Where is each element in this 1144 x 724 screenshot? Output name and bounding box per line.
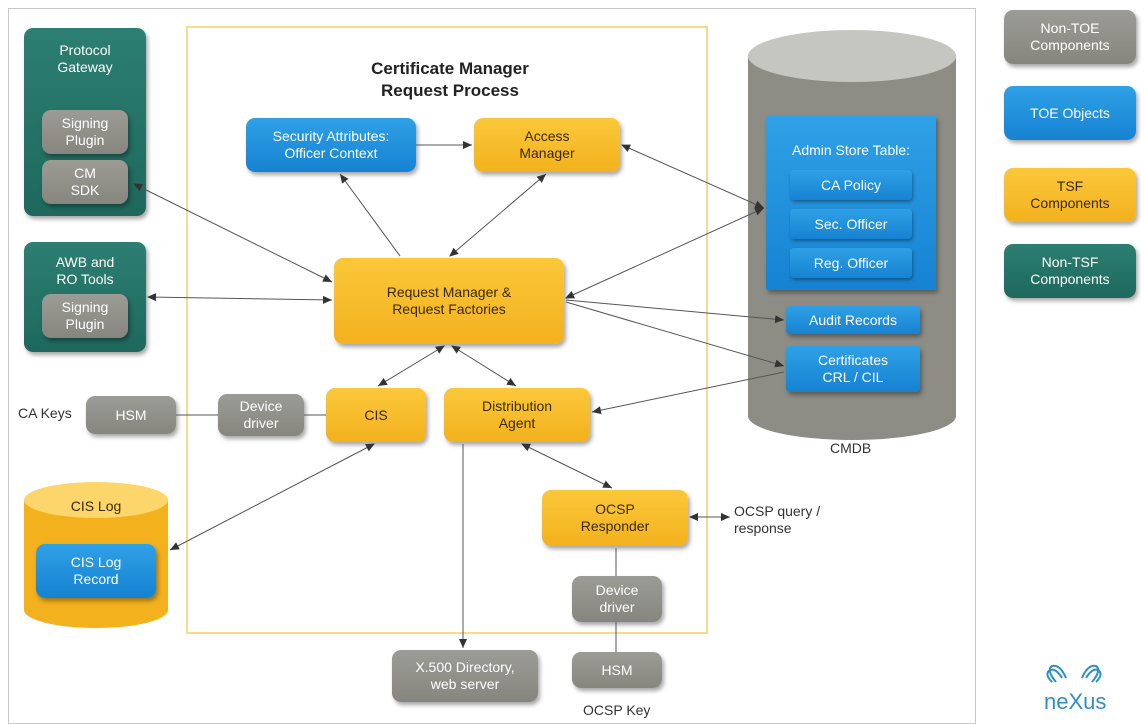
cis-box: CIS <box>326 388 426 442</box>
arrow-certs-da <box>591 371 785 415</box>
diagram-title: Certificate Manager Request Process <box>371 59 529 100</box>
arrow-awb-reqmgr <box>147 293 333 304</box>
sec-officer: Sec. Officer <box>790 209 912 239</box>
access-manager: Access Manager <box>474 118 620 172</box>
reg-officer: Reg. Officer <box>790 248 912 278</box>
arrow-da-ocsp <box>521 443 613 489</box>
request-manager: Request Manager & Request Factories <box>334 258 564 344</box>
distribution-agent: Distribution Agent <box>444 388 590 442</box>
arrow-reqmgr-certs <box>565 301 785 368</box>
arrow-access-cmdb <box>621 144 765 209</box>
admin-store-label: Admin Store Table: <box>791 142 911 158</box>
ocsp-query-label: OCSP query / response <box>734 503 821 536</box>
tsf-boundary <box>186 26 708 634</box>
protocol-gateway-label: Protocol Gateway <box>57 42 113 75</box>
arrow-reqmgr-secattr <box>339 173 401 257</box>
ocsp-key-label: OCSP Key <box>583 702 651 718</box>
cmdb-label: CMDB <box>830 440 872 456</box>
nexus-logo-text: neXus <box>1044 689 1107 714</box>
legend-non-toe: Non-TOE Components <box>1004 10 1136 64</box>
ocsp-responder: OCSP Responder <box>542 490 688 546</box>
signing-plugin-awb: Signing Plugin <box>42 294 128 338</box>
ca-policy: CA Policy <box>790 170 912 200</box>
arrow-reqmgr-access <box>449 173 547 257</box>
hsm-left: HSM <box>86 396 176 434</box>
legend-non-tsf: Non-TSF Components <box>1004 244 1136 298</box>
security-attributes: Security Attributes: Officer Context <box>246 118 416 172</box>
legend-toe-objects: TOE Objects <box>1004 86 1136 140</box>
arrow-reqmgr-cis <box>377 345 445 387</box>
legend-tsf: TSF Components <box>1004 168 1136 222</box>
audit-records: Audit Records <box>786 306 920 334</box>
cis-log-record: CIS Log Record <box>36 544 156 598</box>
arrow-reqmgr-da <box>451 345 517 387</box>
ca-keys-label: CA Keys <box>18 405 72 421</box>
x500-directory: X.500 Directory, web server <box>392 650 538 702</box>
arrow-cmsdk-reqmgr <box>133 183 333 283</box>
device-driver-left: Device driver <box>218 394 304 436</box>
cis-log-label: CIS Log <box>70 498 122 514</box>
arrow-reqmgr-cmdb <box>565 207 765 299</box>
arrow-reqmgr-audit <box>565 299 785 324</box>
signing-plugin-gateway: Signing Plugin <box>42 110 128 154</box>
cm-sdk: CM SDK <box>42 160 128 204</box>
device-driver-bottom: Device driver <box>572 576 662 622</box>
arrow-cis-log <box>169 443 375 551</box>
hsm-bottom: HSM <box>572 652 662 688</box>
awb-ro-tools-label: AWB and RO Tools <box>55 254 115 287</box>
certificates-crl-cil: Certificates CRL / CIL <box>786 346 920 392</box>
